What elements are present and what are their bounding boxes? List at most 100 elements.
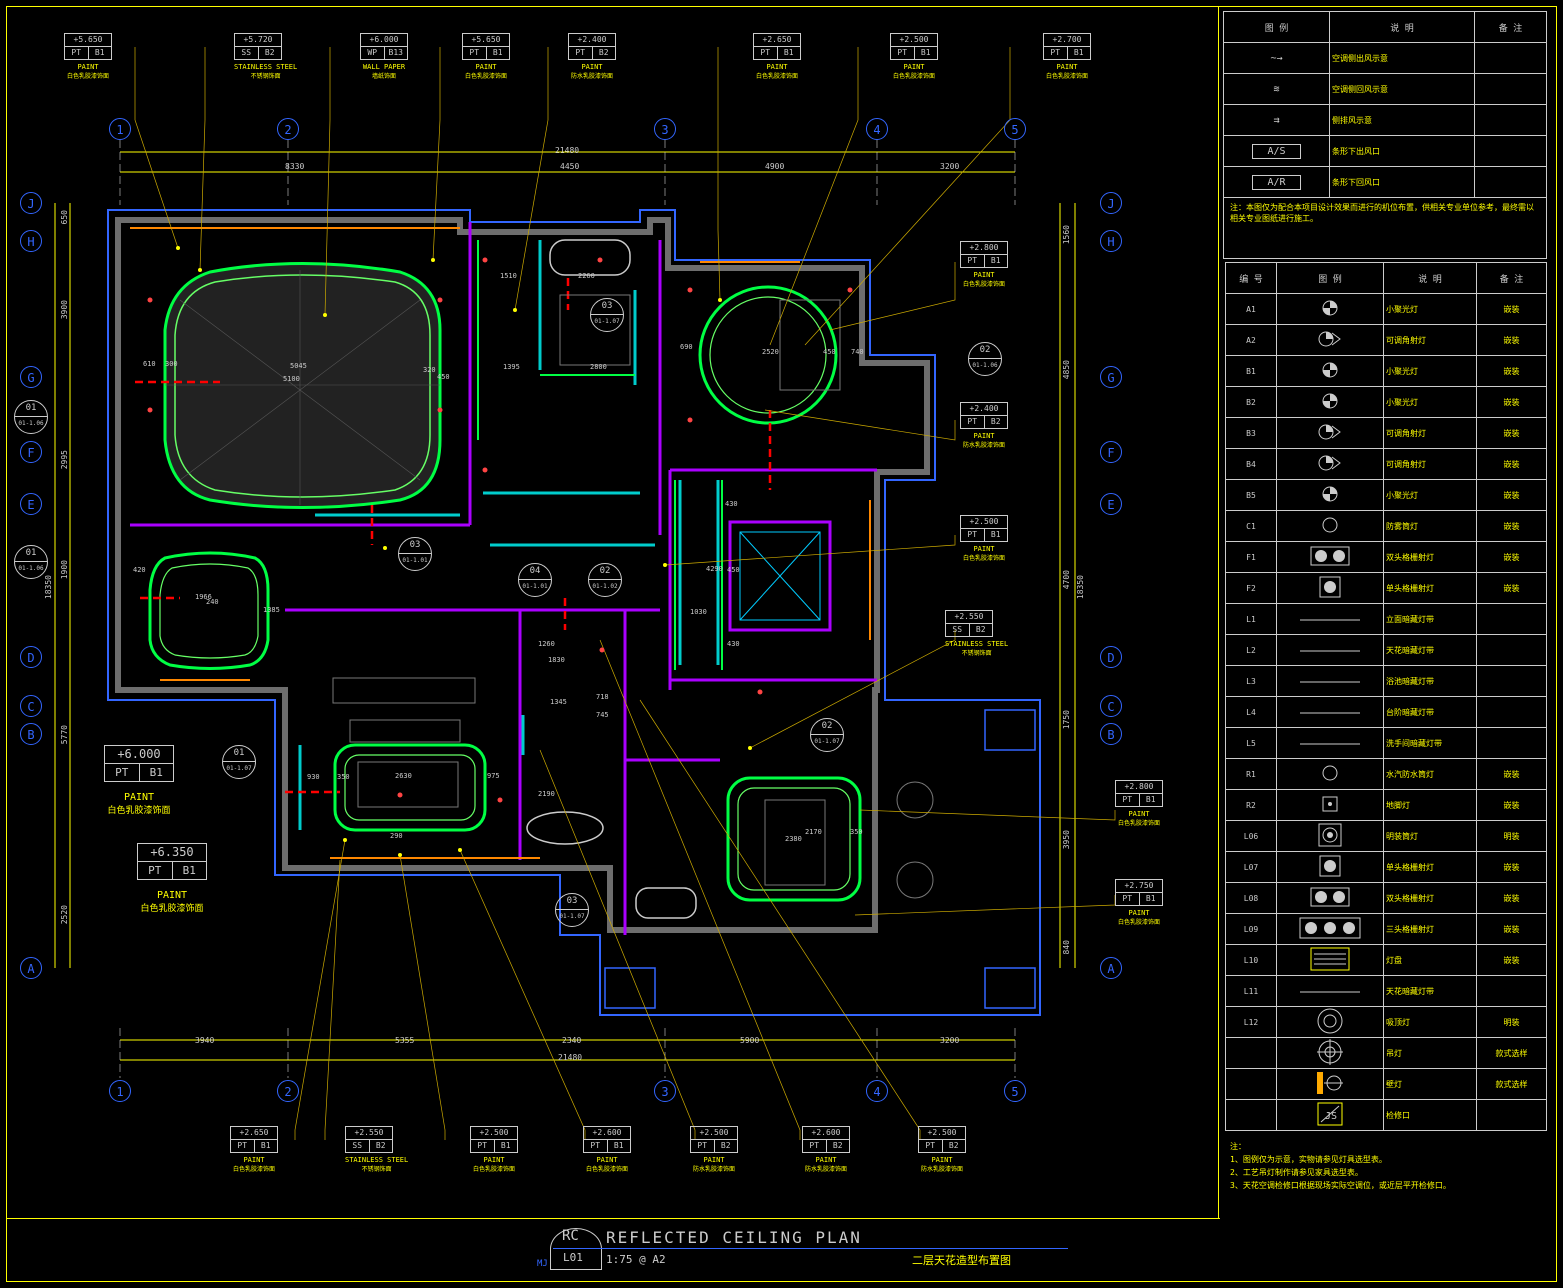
legend2-note (1476, 696, 1547, 728)
bottom-dim-4: 5900 (740, 1036, 760, 1045)
legend2-desc: 地脚灯 (1383, 789, 1477, 821)
legend2-desc: 吊灯 (1383, 1037, 1477, 1069)
legend2-code: A1 (1225, 293, 1277, 325)
callout-number: 02 (969, 343, 1001, 359)
legend2-header-code: 编 号 (1225, 262, 1277, 294)
right-dim-2: 4850 (1062, 360, 1071, 380)
legend2-header-symbol: 图 例 (1276, 262, 1384, 294)
legend2-note: 嵌装 (1476, 293, 1547, 325)
legend2-note (1476, 975, 1547, 1007)
tag-note: 白色乳胶漆饰面 (232, 1166, 275, 1173)
tag-code-b: B2 (720, 1141, 731, 1150)
tag-code-b: B1 (990, 530, 1001, 539)
tag-material: PAINT (1128, 810, 1150, 818)
legend2-note-1: 1、图例仅为示意，实物请参见灯具选型表。 (1230, 1155, 1387, 1164)
tag-note: 防水乳胶漆饰面 (962, 442, 1005, 449)
room-dim-label: 2520 (762, 348, 779, 356)
fog-proof-downlight-icon (1276, 510, 1384, 542)
legend2-note: 嵌装 (1476, 572, 1547, 604)
grid-row-B-left: B (20, 723, 42, 745)
grid-row-J-left: J (20, 192, 42, 214)
tag-material: PAINT (703, 1156, 725, 1164)
tag-material: PAINT (815, 1156, 837, 1164)
room-dim-label: 1510 (500, 272, 517, 280)
room-dim-label: 1966 (195, 593, 212, 601)
right-dim-4: 1750 (1062, 710, 1071, 730)
tag-code-a: PT (1116, 794, 1140, 806)
legend2-desc: 检修口 (1383, 1099, 1477, 1131)
tag-level: +2.550 (345, 1126, 393, 1140)
room-dim-label: 300 (165, 360, 178, 368)
hvac-symbol-icon: ≋ (1223, 73, 1330, 105)
big-tag-2-code-b: B1 (182, 864, 196, 877)
grid-col-2-bottom: 2 (277, 1080, 299, 1102)
legend2-code: R1 (1225, 758, 1277, 790)
big-tag-1-code-a: PT (105, 764, 140, 781)
legend-divider (1218, 6, 1219, 1218)
big-tag-2-note: 白色乳胶漆饰面 (140, 904, 204, 914)
tag-level: +2.500 (918, 1126, 966, 1140)
legend1-note-cell (1474, 135, 1547, 167)
tag-code-b: B2 (375, 1141, 386, 1150)
left-dim-3: 2995 (60, 450, 69, 470)
legend2-desc: 浴池暗藏灯带 (1383, 665, 1477, 697)
tag-code-b: B1 (1145, 795, 1156, 804)
double-grille-light-icon (1276, 541, 1384, 573)
bottom-total-dim: 21480 (558, 1053, 583, 1062)
room-dim-label: 2190 (538, 790, 555, 798)
legend2-code: A2 (1225, 324, 1277, 356)
callout-number: 01 (15, 401, 47, 417)
legend2-code: F1 (1225, 541, 1277, 573)
light-strip-icon (1276, 727, 1384, 759)
grid-row-F-right: F (1100, 441, 1122, 463)
tag-level: +2.650 (753, 33, 801, 47)
legend2-desc: 壁灯 (1383, 1068, 1477, 1100)
legend1-header-symbol: 图 例 (1223, 11, 1330, 43)
tag-level: +2.400 (568, 33, 616, 47)
legend2-desc: 吸顶灯 (1383, 1006, 1477, 1038)
room-dim-label: 5100 (283, 375, 300, 383)
tag-level: +5.650 (64, 33, 112, 47)
tag-material: PAINT (973, 545, 995, 553)
legend2-desc: 双头格栅射灯 (1383, 882, 1477, 914)
tag-level: +2.500 (960, 515, 1008, 529)
tag-note: 不锈钢饰面 (250, 73, 281, 80)
title-symbol-line (553, 1248, 1068, 1249)
light-strip-icon (1276, 603, 1384, 635)
legend2-note: 嵌装 (1476, 944, 1547, 976)
legend1-desc: 空调侧出风示意 (1329, 42, 1475, 74)
room-dim-label: 2630 (395, 772, 412, 780)
legend2-code: L1 (1225, 603, 1277, 635)
legend2-code: L5 (1225, 727, 1277, 759)
tag-code-b: B1 (492, 48, 503, 57)
legend2-note-3: 3、天花空调检修口根据现场实际空调位，或近层平开检修口。 (1230, 1181, 1451, 1190)
big-tag-1-level: +6.000 (104, 745, 174, 764)
callout-ref: 01-1.07 (814, 738, 840, 745)
tag-code-a: PT (691, 1140, 715, 1152)
tag-level: +6.000 (360, 33, 408, 47)
tag-material: STAINLESS STEEL (345, 1156, 409, 1164)
legend2-notes: 注： 1、图例仅为示意，实物请参见灯具选型表。 2、工艺吊灯制作请参见家具选型表… (1230, 1140, 1451, 1192)
tag-code-b: B1 (260, 1141, 271, 1150)
callout-number: 03 (591, 299, 623, 315)
callout-ref: 01-1.07 (594, 318, 620, 325)
callout-ref: 01-1.01 (522, 583, 548, 590)
room-dim-label: 2170 (805, 828, 822, 836)
tag-code-b: B2 (975, 625, 986, 634)
tag-code-a: PT (584, 1140, 608, 1152)
